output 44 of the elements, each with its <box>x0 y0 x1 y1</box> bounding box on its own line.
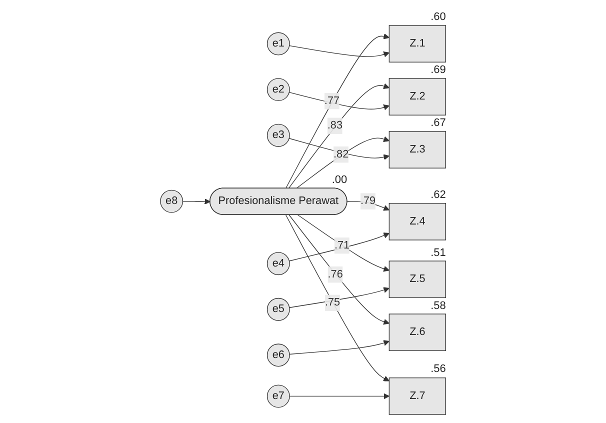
value-label: .56 <box>430 363 446 376</box>
arrow <box>288 91 390 110</box>
node-circle: e6 <box>266 343 290 366</box>
arrow <box>288 138 390 160</box>
node-circle: e7 <box>266 384 290 408</box>
edge-label: .83 <box>327 119 342 131</box>
edge-label: .79 <box>360 194 376 206</box>
node-box: Z.3 <box>388 130 446 168</box>
node-circle: e5 <box>266 297 290 320</box>
value-label: .51 <box>430 246 446 259</box>
node-circle: e8 <box>160 189 183 212</box>
value-label: .69 <box>430 64 446 76</box>
node-circle: e3 <box>266 123 290 146</box>
arrow <box>182 198 210 204</box>
arrow <box>289 340 390 354</box>
node-box: Z.5 <box>388 260 446 298</box>
node-box: Z.2 <box>388 78 446 115</box>
node-circle: e1 <box>266 32 290 55</box>
value-label: .67 <box>430 116 446 129</box>
arrow <box>285 32 390 188</box>
node-box: Z.6 <box>388 313 446 351</box>
arrow <box>285 214 390 381</box>
arrow <box>289 392 390 399</box>
arrow <box>297 214 390 272</box>
node-box: Z.1 <box>388 24 446 62</box>
node-circle: e4 <box>266 252 290 275</box>
value-label: .00 <box>332 174 348 186</box>
value-label: .62 <box>430 188 446 201</box>
value-label: .58 <box>430 300 446 312</box>
value-label: .60 <box>430 10 446 23</box>
arrow <box>289 286 390 308</box>
arrow <box>288 232 390 261</box>
arrow <box>288 214 390 324</box>
edge-label: .76 <box>328 268 343 280</box>
edge-label: .71 <box>334 239 350 251</box>
edge-label: .82 <box>333 148 349 160</box>
node-circle: e2 <box>266 78 290 101</box>
node-box: Z.4 <box>388 202 446 240</box>
node-box: Z.7 <box>388 377 446 414</box>
arrow <box>288 82 390 188</box>
arrow <box>296 136 390 188</box>
edge-label: .77 <box>324 94 340 106</box>
edge-label: .75 <box>324 296 340 308</box>
arrow <box>288 44 390 57</box>
